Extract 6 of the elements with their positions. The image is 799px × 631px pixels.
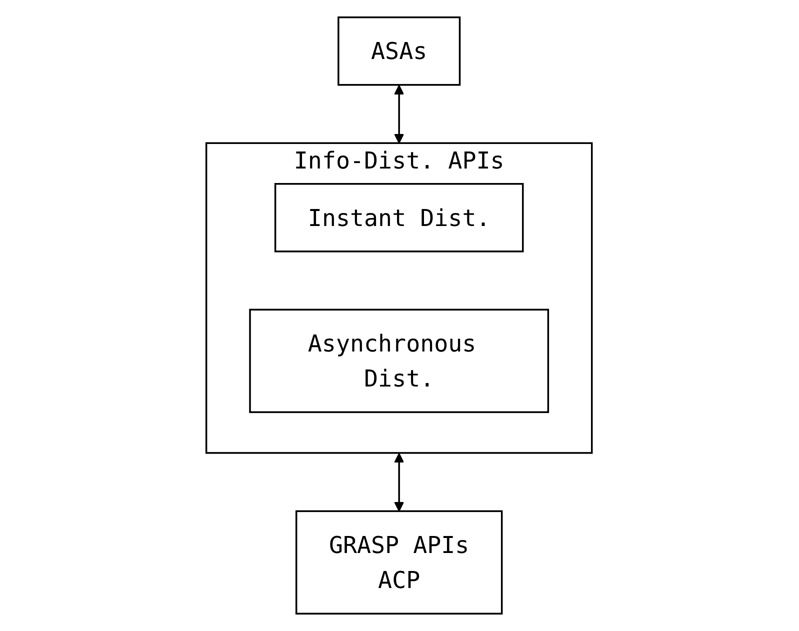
arrow xyxy=(394,84,405,144)
node-box: Asynchronous Dist. xyxy=(250,308,550,414)
node-box: ASAs xyxy=(338,16,462,86)
arrow xyxy=(394,452,405,512)
node-box: GRASP APIs ACP xyxy=(296,510,504,615)
node-box: Instant Dist. xyxy=(274,183,524,252)
